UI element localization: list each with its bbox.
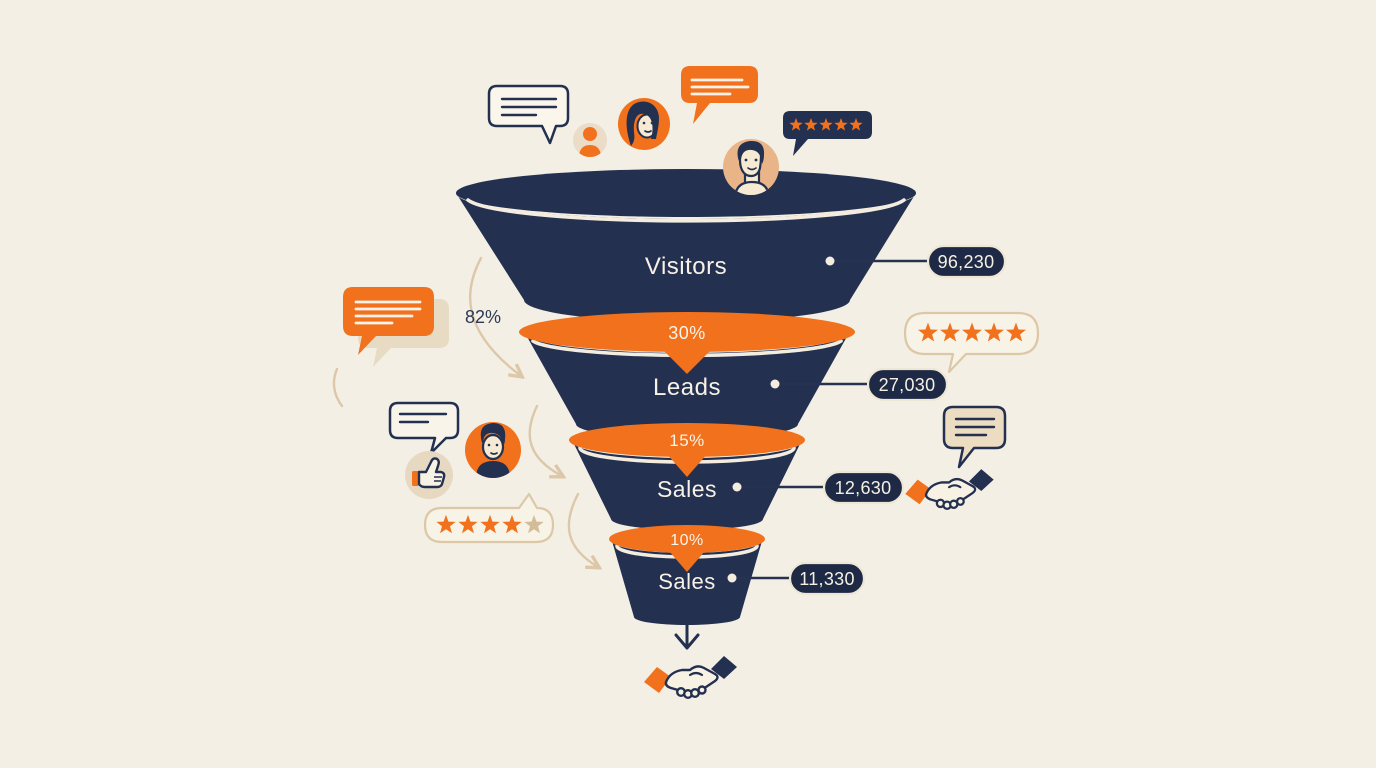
star-rating-navy-bubble-icon (783, 111, 872, 156)
funnel-outcome (642, 620, 739, 699)
star-rating-outline-bubble-icon (423, 492, 555, 544)
speech-bubble-outline-small-icon (388, 401, 460, 455)
stage-body (525, 333, 849, 439)
stage-callout-sales-2: 11,330 (727, 561, 866, 596)
conversion-band-10: 10% Sales (609, 525, 765, 625)
avatar-shirt (476, 461, 510, 478)
speech-bubble-orange-icon (681, 66, 758, 124)
stage-label: Visitors (645, 253, 727, 280)
avatar-face (481, 433, 505, 461)
band-notch (661, 348, 713, 374)
callout-dot (825, 256, 835, 266)
stage-top-ellipse (456, 169, 916, 217)
stage-body (573, 442, 801, 530)
conversion-label: 10% (670, 532, 704, 549)
bubble-text-lines (500, 97, 558, 117)
thumb-cuff (412, 471, 419, 486)
funnel: Visitors 30% Leads 15% Sales 10% (456, 169, 916, 625)
avatar-hair (737, 140, 765, 164)
decorative-arc (332, 367, 344, 408)
conversion-label: 15% (669, 431, 705, 450)
curved-arrow-icon (567, 492, 598, 567)
stage-value: 11,330 (799, 569, 855, 589)
band-notch (669, 551, 705, 572)
bubble-text-lines (954, 417, 996, 437)
thumbs-up-icon (405, 451, 453, 499)
speech-bubble-beige-icon (942, 405, 1007, 469)
band-ellipse (569, 423, 805, 457)
value-pill (866, 367, 949, 402)
right-decorations (903, 311, 1040, 510)
side-percent-label: 82% (465, 307, 501, 327)
callout-dot (732, 482, 742, 492)
conversion-band-30: 30% Leads (519, 312, 855, 439)
band-ellipse (609, 525, 765, 553)
band-notch (666, 453, 708, 477)
band-ellipse (519, 312, 855, 352)
stage-value: 12,630 (835, 478, 892, 498)
stage-label: Leads (653, 374, 721, 401)
bubble-shape (942, 405, 1007, 469)
top-decorations (487, 66, 872, 195)
bubble-text-lines (690, 78, 750, 96)
user-avatar-icon (573, 123, 607, 157)
flow-arrows (332, 256, 598, 567)
avatar-hair (626, 101, 659, 146)
star-rating-outline-bubble-right-icon (903, 311, 1040, 374)
bubble-text-lines (398, 412, 448, 424)
stage-rim-highlight (466, 198, 906, 223)
callout-dot (770, 379, 780, 389)
speech-bubble-orange-shadow-icon (343, 287, 449, 367)
stage-label: Sales (658, 569, 716, 594)
avatar-hair (480, 423, 506, 447)
callout-dot (727, 573, 737, 583)
bubble-text-lines (354, 300, 422, 325)
left-decorations (343, 287, 555, 544)
stage-label: Sales (657, 476, 717, 502)
funnel-stage-visitors: Visitors (456, 169, 916, 322)
avatar-head (583, 127, 597, 141)
down-arrow-icon (674, 620, 700, 650)
thumb-hand (417, 457, 446, 489)
bubble-shape (903, 311, 1040, 374)
stage-value: 27,030 (879, 375, 936, 395)
man-avatar-orange-icon (465, 422, 521, 478)
value-pill (822, 470, 905, 505)
stage-body (456, 193, 916, 322)
conversion-band-15: 15% Sales (569, 423, 805, 530)
bubble-shape (388, 401, 460, 455)
stage-callout-sales: 12,630 (732, 470, 905, 505)
curved-arrow-icon (528, 404, 562, 476)
woman-avatar-icon (618, 98, 670, 150)
value-pill (926, 244, 1007, 279)
bubble-shape (343, 287, 434, 355)
stage-callout-visitors: 96,230 (825, 244, 1007, 279)
value-pill (788, 561, 866, 596)
bubble-shape (783, 111, 872, 156)
curved-arrow-icon (468, 256, 521, 376)
avatar-body (579, 145, 601, 157)
stage-body (612, 541, 762, 625)
stage-callout-leads: 27,030 (770, 367, 949, 402)
man-avatar-icon (723, 139, 779, 195)
stage-value: 96,230 (938, 252, 995, 272)
speech-bubble-outline-icon (487, 84, 570, 145)
conversion-label: 30% (668, 323, 706, 343)
